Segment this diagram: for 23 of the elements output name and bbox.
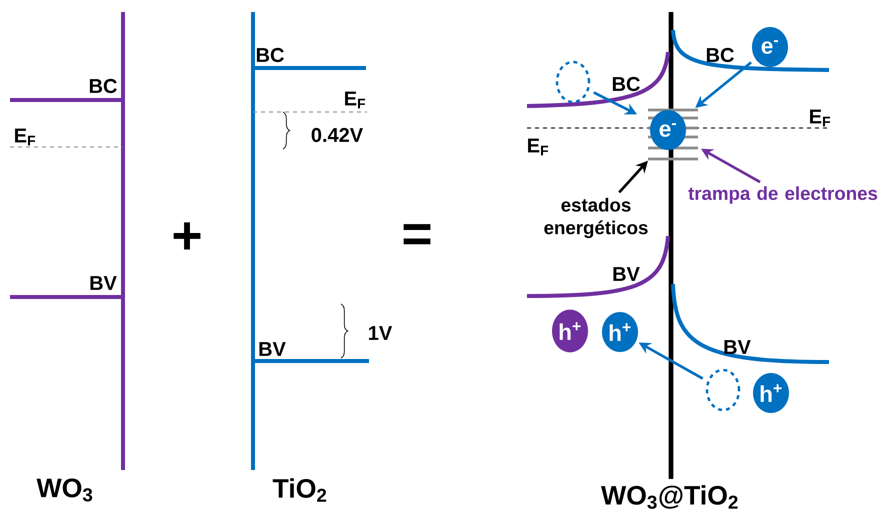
value-label: 1V	[369, 326, 392, 340]
band-label: BV	[90, 276, 117, 290]
band-label: E$_{F}$	[528, 138, 548, 156]
band-label: E$_{F}$	[15, 128, 36, 146]
band-label: BC	[612, 76, 640, 92]
annotation-text: trampa de electrones	[688, 186, 878, 204]
operator-symbol: +	[174, 222, 200, 250]
band-label: BV	[724, 340, 751, 354]
empty-hole-circle	[706, 368, 740, 412]
band-label: E$_{F}$	[345, 92, 366, 108]
band-label: BV	[613, 267, 640, 281]
band-label: BC	[706, 48, 734, 62]
value-label: 0.42V	[312, 128, 363, 142]
band-label: BC	[90, 78, 117, 94]
band-label: BC	[256, 48, 284, 62]
empty-hole-circle	[556, 60, 590, 104]
operator-symbol: =	[404, 224, 430, 244]
material-label: WO$_{3}$@TiO$_{2}$	[601, 485, 738, 509]
band-label: BV	[259, 342, 286, 356]
material-label: TiO$_{2}$	[272, 478, 326, 502]
annotation-text: estados energéticos	[544, 198, 648, 238]
band-label: E$_{F}$	[810, 110, 830, 126]
material-label: WO$_{3}$	[36, 478, 92, 502]
